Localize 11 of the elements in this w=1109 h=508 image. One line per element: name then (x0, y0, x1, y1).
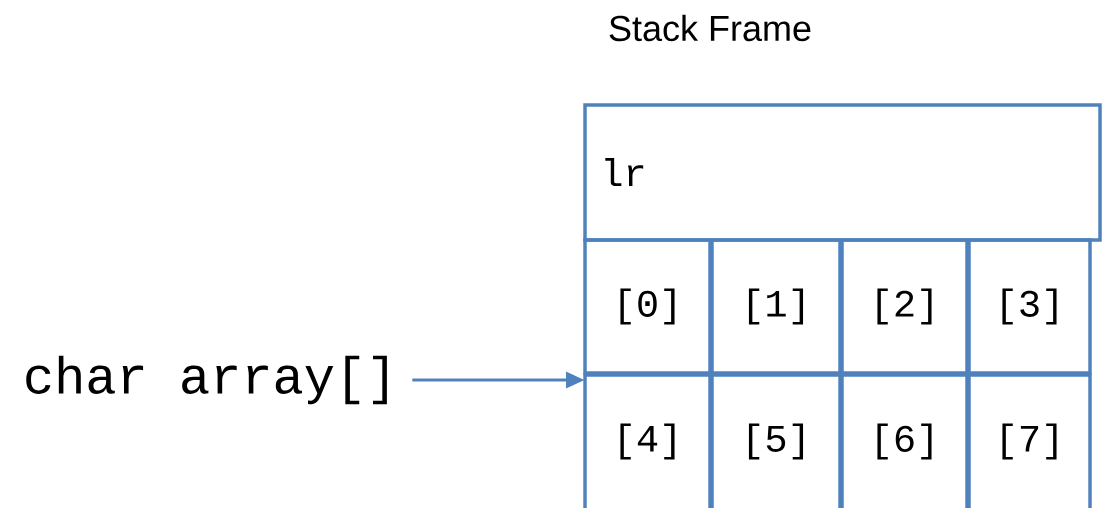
register-box: lr (583, 103, 1102, 242)
array-cell: [1] (710, 238, 842, 375)
array-cell: [5] (710, 373, 842, 508)
array-cell: [6] (840, 373, 969, 508)
variable-label: char array[] (26, 355, 387, 405)
array-cell: [7] (967, 373, 1092, 508)
array-cell: [0] (583, 238, 712, 375)
array-cell: [2] (840, 238, 969, 375)
array-cell: [3] (967, 238, 1092, 375)
title: Stack Frame (609, 14, 811, 42)
array-cell: [4] (583, 373, 712, 508)
